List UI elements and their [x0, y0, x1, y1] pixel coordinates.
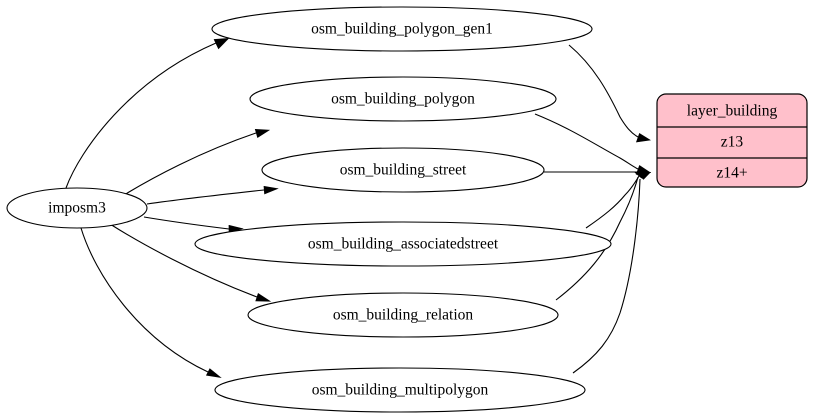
node-imposm3[interactable]: imposm3	[6, 187, 148, 229]
node-ellipse-osm_building_polygon[interactable]	[249, 76, 557, 122]
edge-imposm3-to-osm_building_polygon[interactable]	[123, 132, 257, 196]
node-osm_building_multipolygon[interactable]: osm_building_multipolygon	[214, 367, 586, 413]
arrowhead-osm_building_multipolygon-to-z14plus	[635, 172, 651, 180]
record-row-label-z14plus: z14+	[716, 165, 747, 182]
node-ellipse-osm_building_street[interactable]	[261, 147, 545, 193]
node-label-osm_building_street: osm_building_street	[340, 162, 467, 179]
node-label-imposm3: imposm3	[48, 200, 106, 217]
edge-imposm3-to-osm_building_associatedstreet[interactable]	[143, 216, 230, 230]
arrowhead-osm_building_polygon_gen1-to-z13	[635, 132, 651, 143]
node-label-osm_building_associatedstreet: osm_building_associatedstreet	[308, 236, 499, 253]
node-osm_building_polygon[interactable]: osm_building_polygon	[249, 76, 557, 122]
edge-imposm3-to-osm_building_relation[interactable]	[109, 223, 258, 298]
edge-imposm3-to-osm_building_multipolygon[interactable]	[80, 227, 209, 373]
edge-osm_building_polygon_gen1-to-z13[interactable]	[568, 44, 639, 138]
node-label-osm_building_polygon: osm_building_polygon	[331, 91, 475, 108]
record-row-label-z13: z13	[721, 134, 744, 151]
edge-osm_building_multipolygon-to-z14plus[interactable]	[572, 178, 641, 374]
edge-osm_building_associatedstreet-to-z14plus[interactable]	[585, 175, 640, 229]
node-ellipse-osm_building_associatedstreet[interactable]	[194, 221, 612, 267]
node-label-osm_building_polygon_gen1: osm_building_polygon_gen1	[311, 21, 493, 38]
node-ellipse-osm_building_multipolygon[interactable]	[214, 367, 586, 413]
arrowhead-imposm3-to-osm_building_street	[263, 185, 279, 195]
node-label-osm_building_relation: osm_building_relation	[333, 307, 474, 324]
node-layer_building[interactable]: layer_building z13 z14+	[656, 93, 808, 188]
edge-group-tables-to-layer	[534, 44, 652, 374]
node-label-osm_building_multipolygon: osm_building_multipolygon	[312, 382, 489, 399]
edge-imposm3-to-osm_building_street[interactable]	[146, 189, 265, 205]
edge-osm_building_polygon-to-z14plus[interactable]	[534, 113, 639, 170]
arrowhead-imposm3-to-osm_building_multipolygon	[205, 368, 222, 378]
node-ellipse-imposm3[interactable]	[6, 187, 148, 229]
node-ellipse-osm_building_polygon_gen1[interactable]	[211, 6, 593, 52]
arrowhead-imposm3-to-osm_building_polygon_gen1	[213, 37, 230, 50]
edge-imposm3-to-osm_building_polygon_gen1[interactable]	[65, 42, 217, 189]
record-box-layer_building[interactable]	[656, 93, 808, 188]
arrowhead-imposm3-to-osm_building_relation	[255, 293, 272, 302]
record-row-label-layer_building: layer_building	[687, 103, 778, 120]
arrowhead-imposm3-to-osm_building_polygon	[254, 129, 271, 139]
node-osm_building_relation[interactable]: osm_building_relation	[247, 292, 559, 338]
node-ellipse-osm_building_relation[interactable]	[247, 292, 559, 338]
node-osm_building_polygon_gen1[interactable]: osm_building_polygon_gen1	[211, 6, 593, 52]
node-osm_building_associatedstreet[interactable]: osm_building_associatedstreet	[194, 221, 612, 267]
node-osm_building_street[interactable]: osm_building_street	[261, 147, 545, 193]
edge-osm_building_relation-to-z14plus[interactable]	[555, 176, 639, 301]
